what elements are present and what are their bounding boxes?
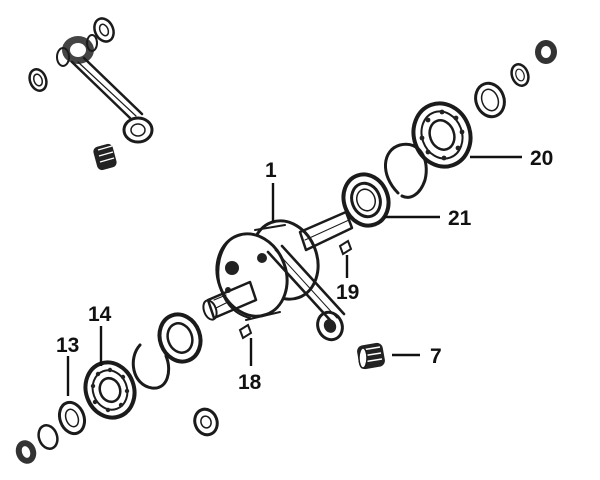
nut-and-washer <box>510 40 557 87</box>
left-circlip <box>131 343 171 390</box>
callout-19: 19 <box>336 281 359 304</box>
shim-washer-13 <box>57 400 87 436</box>
callout-21: 21 <box>448 207 472 230</box>
callout-1: 1 <box>265 159 277 182</box>
callout-7: 7 <box>430 345 442 368</box>
lock-washer <box>193 407 219 437</box>
small-conrod-assembly <box>28 17 154 171</box>
callout-18: 18 <box>238 371 262 394</box>
circlip <box>384 142 428 199</box>
main-bearing-left <box>83 360 137 420</box>
callout-20: 20 <box>530 147 553 170</box>
callout-14: 14 <box>88 303 112 326</box>
washer <box>37 424 59 450</box>
spacer-ring <box>474 81 506 119</box>
oil-seal <box>341 172 391 228</box>
callout-13: 13 <box>56 334 79 357</box>
main-bearing-right <box>411 101 473 169</box>
nut <box>15 440 37 464</box>
needle-bearing <box>357 342 385 370</box>
left-oil-seal <box>157 312 203 364</box>
woodruff-key-18 <box>238 323 253 340</box>
woodruff-key-19 <box>338 239 353 256</box>
crankshaft <box>202 210 354 342</box>
